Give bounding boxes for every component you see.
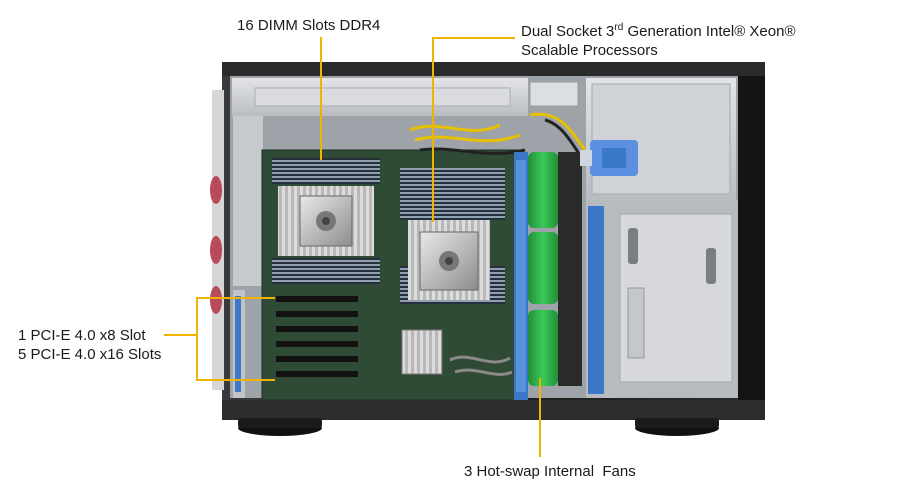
psu-bay: [529, 78, 736, 200]
callout-line-cpu: [432, 37, 515, 222]
callout-line-pcie-lower: [196, 335, 275, 381]
front-bezel: [210, 90, 224, 390]
fan-rail: [514, 152, 528, 400]
callout-lines: [164, 37, 541, 457]
callout-fans-label: 3 Hot-swap Internal Fans: [464, 463, 636, 480]
callout-pcie-line2: 5 PCI-E 4.0 x16 Slots: [18, 346, 162, 363]
pcie-slots: [233, 290, 358, 398]
callout-pcie-label: 1 PCI-E 4.0 x8 Slot 5 PCI-E 4.0 x16 Slot…: [18, 326, 161, 364]
callout-cpu-line1-sup: rd: [614, 22, 624, 33]
cpu-heatsink-1: [278, 186, 374, 256]
callout-cpu-line2: Scalable Processors: [521, 42, 658, 59]
cpu-heatsink-2: [408, 220, 490, 300]
hot-swap-fans: [528, 152, 582, 386]
callout-cpu-line1-prefix: Dual Socket 3: [521, 23, 615, 40]
callout-cpu-label: Dual Socket 3rd Generation Intel® Xeon® …: [521, 22, 796, 60]
top-tray: [232, 78, 528, 286]
callout-line-pcie: [164, 297, 275, 336]
drive-cage: [586, 200, 738, 398]
blue-connector: [580, 140, 638, 176]
chipset-heatsink: [401, 329, 443, 375]
chassis-feet: [238, 418, 719, 436]
callout-cpu-line1-suffix: Generation Intel® Xeon®: [623, 23, 796, 40]
callout-dimm-label: 16 DIMM Slots DDR4: [237, 17, 381, 34]
callout-pcie-line1: 1 PCI-E 4.0 x8 Slot: [18, 327, 146, 344]
